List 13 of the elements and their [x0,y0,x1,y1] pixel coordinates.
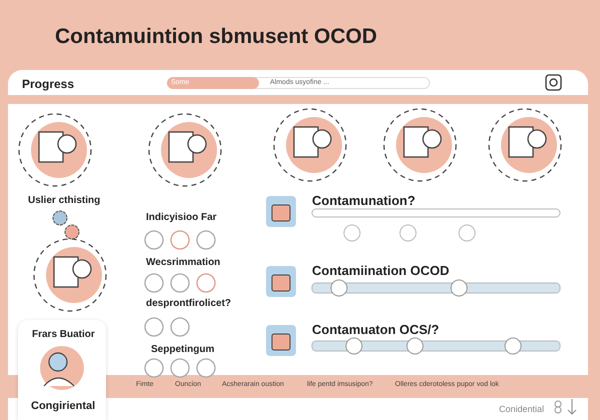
item-caption: Uslier cthisting [28,195,100,206]
card-caption: Congiriental [31,400,96,412]
question-label: Contamuaton OCS/? [312,322,440,337]
section-label: Progress [22,77,74,91]
question-label: Indicyisioo Far [146,212,217,223]
card-heading: Frars Buatior [32,329,95,340]
page-title: Contamuintion sbmusent OCOD [55,25,377,49]
question-label: Contamiination OCOD [312,263,450,278]
question-label: Wecsrimmation [146,257,220,268]
question-label: desprontfirolicet? [146,298,232,309]
question-label: Contamunation? [312,193,416,208]
footer-note: Conidential [499,404,544,414]
question-label: Seppetingum [151,344,214,355]
